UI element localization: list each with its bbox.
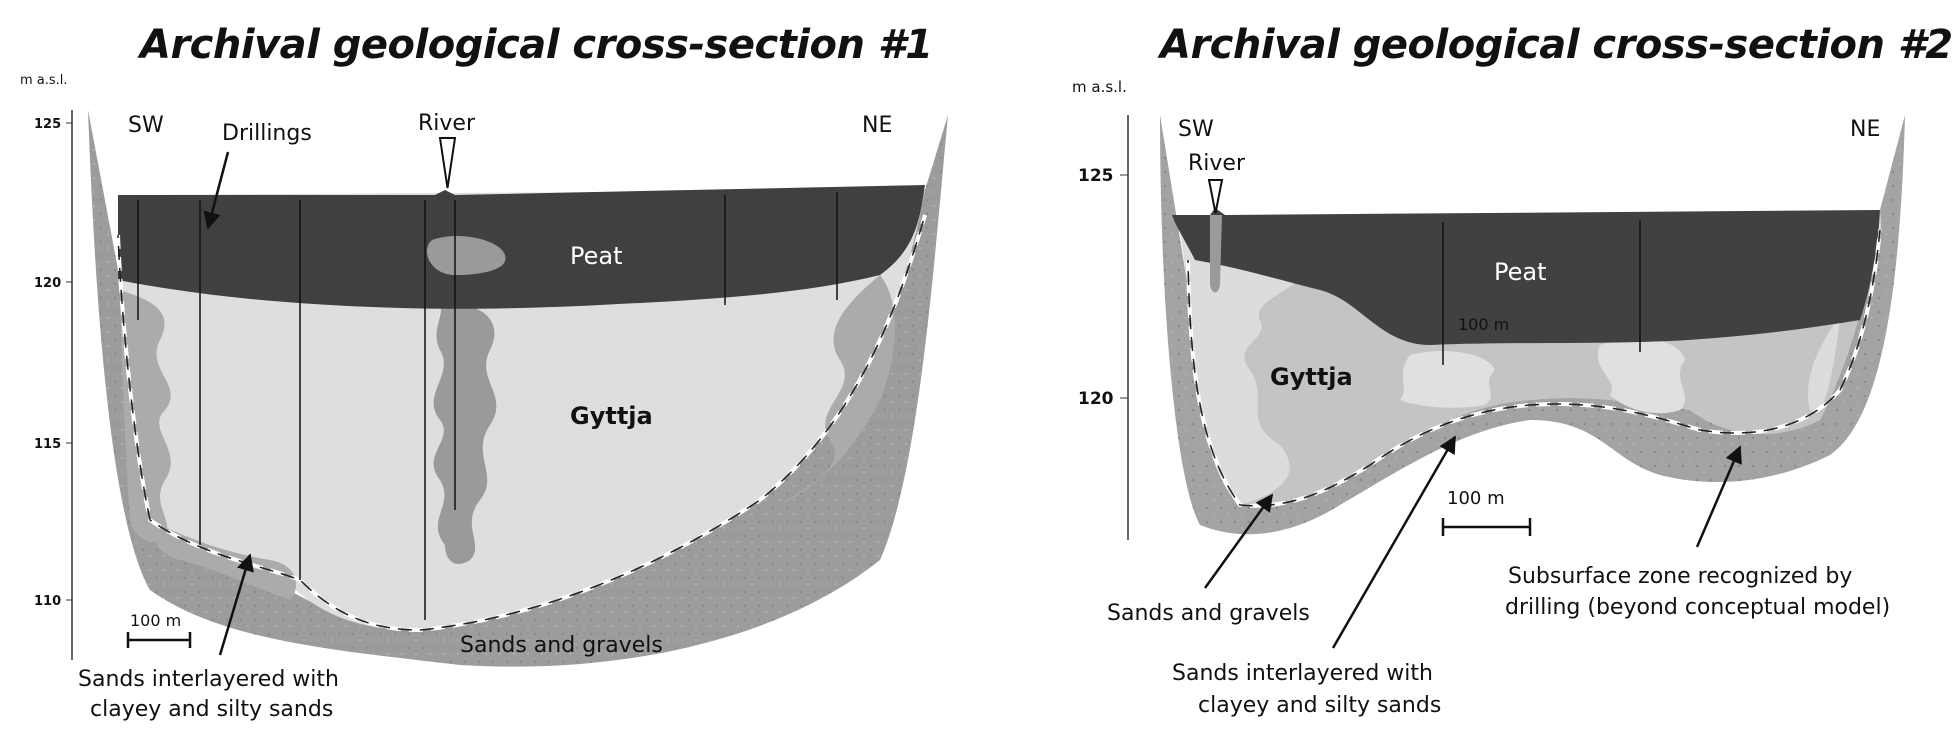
section-1-tick-125: 125 [34,117,61,132]
section-1-sands-gravels-label: Sands and gravels [460,633,663,658]
section-1-drillings-arrow [203,151,230,230]
section-2-subsurface-label-line1: Subsurface zone recognized by [1508,564,1852,589]
section-2-subsurface-arrow [1695,445,1742,548]
section-1-sw-label: SW [128,113,164,138]
section-2-upper-wedge-left [1180,230,1320,505]
section-1-tick-120: 120 [34,276,61,291]
section-2-scale-bar [1441,518,1532,536]
section-2-sands-gravels-arrow [1203,493,1274,589]
section-2-interlayer-arrow [1331,435,1457,649]
section-2-ne-label: NE [1850,117,1880,142]
section-1-drillings-label: Drillings [222,121,312,146]
section-2-interlayer-label-line2: clayey and silty sands [1198,693,1441,718]
section-2-river-plume [1210,215,1222,293]
section-1-tick-115: 115 [34,437,61,452]
section-1-interlayer-central [433,304,497,565]
section-2-axis-unit: m a.s.l. [1072,78,1127,96]
section-1-peat-label: Peat [570,242,623,270]
section-2-peat-label: Peat [1494,258,1547,286]
section-1: m a.s.l. 125 120 115 110 [20,73,948,722]
section-2: m a.s.l. 125 120 SW NE [1072,78,1905,718]
section-1-interlayer-right [780,275,895,505]
section-2-lens-right [1597,337,1685,414]
section-1-peat-layer [118,185,925,309]
section-1-interlayer-label-line1: Sands interlayered with [78,667,339,692]
section-1-gyttja-label: Gyttja [570,402,653,430]
section-1-interlayer-arrow [218,553,254,656]
section-1-basin-boundary [116,214,927,633]
section-1-river-lens [426,235,506,275]
section-2-scale-label: 100 m [1447,488,1505,509]
section-1-interlayer-bottom [150,520,296,600]
section-2-subsurface-label-line2: drilling (beyond conceptual model) [1505,595,1890,620]
section-1-river-marker [438,137,457,189]
section-2-sw-label: SW [1178,117,1214,142]
section-1-interlayer-left [120,290,171,542]
section-1-ne-label: NE [862,113,892,138]
section-2-tick-125: 125 [1078,166,1114,186]
section-2-peat-layer [1172,208,1880,345]
section-1-title: Archival geological cross-section #1 [140,22,933,68]
section-1-river-label: River [418,111,476,136]
section-2-inner-scale-label: 100 m [1458,315,1509,334]
section-2-lens-middle [1400,350,1495,408]
section-1-axis-unit: m a.s.l. [20,73,68,88]
section-2-gyttja-label: Gyttja [1270,363,1353,391]
section-1-scale-bar [126,632,192,648]
section-2-tick-120: 120 [1078,389,1114,409]
section-2-drillings [1442,220,1641,365]
section-2-sands-gravels-label: Sands and gravels [1107,601,1310,626]
section-1-tick-110: 110 [34,594,61,609]
section-2-interlayer-label-line1: Sands interlayered with [1172,661,1433,686]
section-1-drillings [137,192,838,620]
section-1-scale-label: 100 m [130,611,181,630]
section-2-basin-boundary [1186,229,1882,508]
section-2-river-label: River [1188,151,1246,176]
section-2-river-marker [1207,179,1224,214]
section-2-title: Archival geological cross-section #2 [1160,22,1953,68]
section-1-interlayer-label-line2: clayey and silty sands [90,697,333,722]
